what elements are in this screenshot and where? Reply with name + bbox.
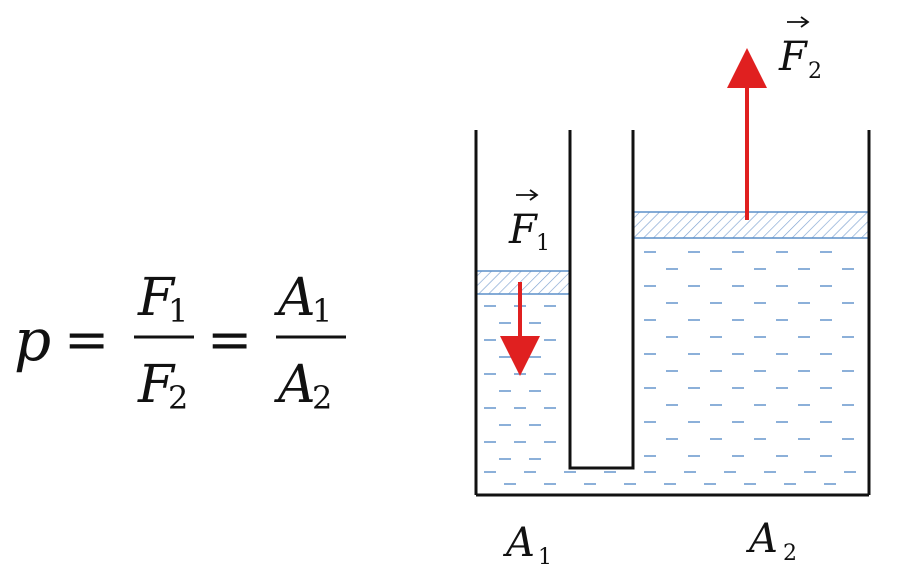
label-a1: A 1 — [502, 520, 552, 570]
label-a1-sub: 1 — [538, 545, 552, 570]
container — [474, 130, 871, 497]
area-fraction-denominator: A — [274, 355, 316, 415]
force-fraction-denominator-sub: 2 — [168, 379, 188, 417]
label-a2: A 2 — [745, 516, 797, 566]
label-f1: F 1 — [508, 189, 550, 256]
container-divider — [568, 130, 635, 470]
small-piston-hatch — [476, 271, 570, 294]
area-fraction-numerator-sub: 1 — [312, 292, 332, 330]
area-fraction-numerator: A — [274, 268, 316, 328]
vector-arrow-f1-icon — [516, 189, 539, 201]
area-fraction: A 1 A 2 — [274, 268, 346, 417]
label-f1-symbol: F — [508, 207, 538, 253]
pressure-symbol: p — [14, 306, 51, 374]
liquid-bottom-channel — [484, 471, 856, 485]
equals-sign-1: = — [64, 308, 109, 371]
label-f2-symbol: F — [778, 34, 808, 80]
force-fraction-denominator: F — [137, 355, 176, 415]
large-piston — [633, 211, 869, 239]
equals-sign-2: = — [207, 308, 252, 371]
vector-arrow-f2-icon — [787, 16, 810, 28]
force-fraction-numerator: F — [137, 268, 176, 328]
label-f1-sub: 1 — [536, 231, 550, 256]
label-f2-sub: 2 — [808, 59, 822, 84]
area-fraction-denominator-sub: 2 — [312, 379, 332, 417]
force-fraction-numerator-sub: 1 — [168, 292, 188, 330]
label-a2-sub: 2 — [783, 541, 797, 566]
large-piston-hatch — [633, 212, 869, 238]
label-a2-symbol: A — [745, 516, 778, 562]
liquid-right-column — [644, 251, 854, 457]
label-a1-symbol: A — [502, 520, 535, 566]
label-f2: F 2 — [778, 16, 822, 84]
pressure-formula: p = F 1 F 2 = A 1 A 2 — [14, 268, 346, 417]
small-piston — [476, 270, 570, 295]
force-fraction: F 1 F 2 — [134, 268, 194, 417]
